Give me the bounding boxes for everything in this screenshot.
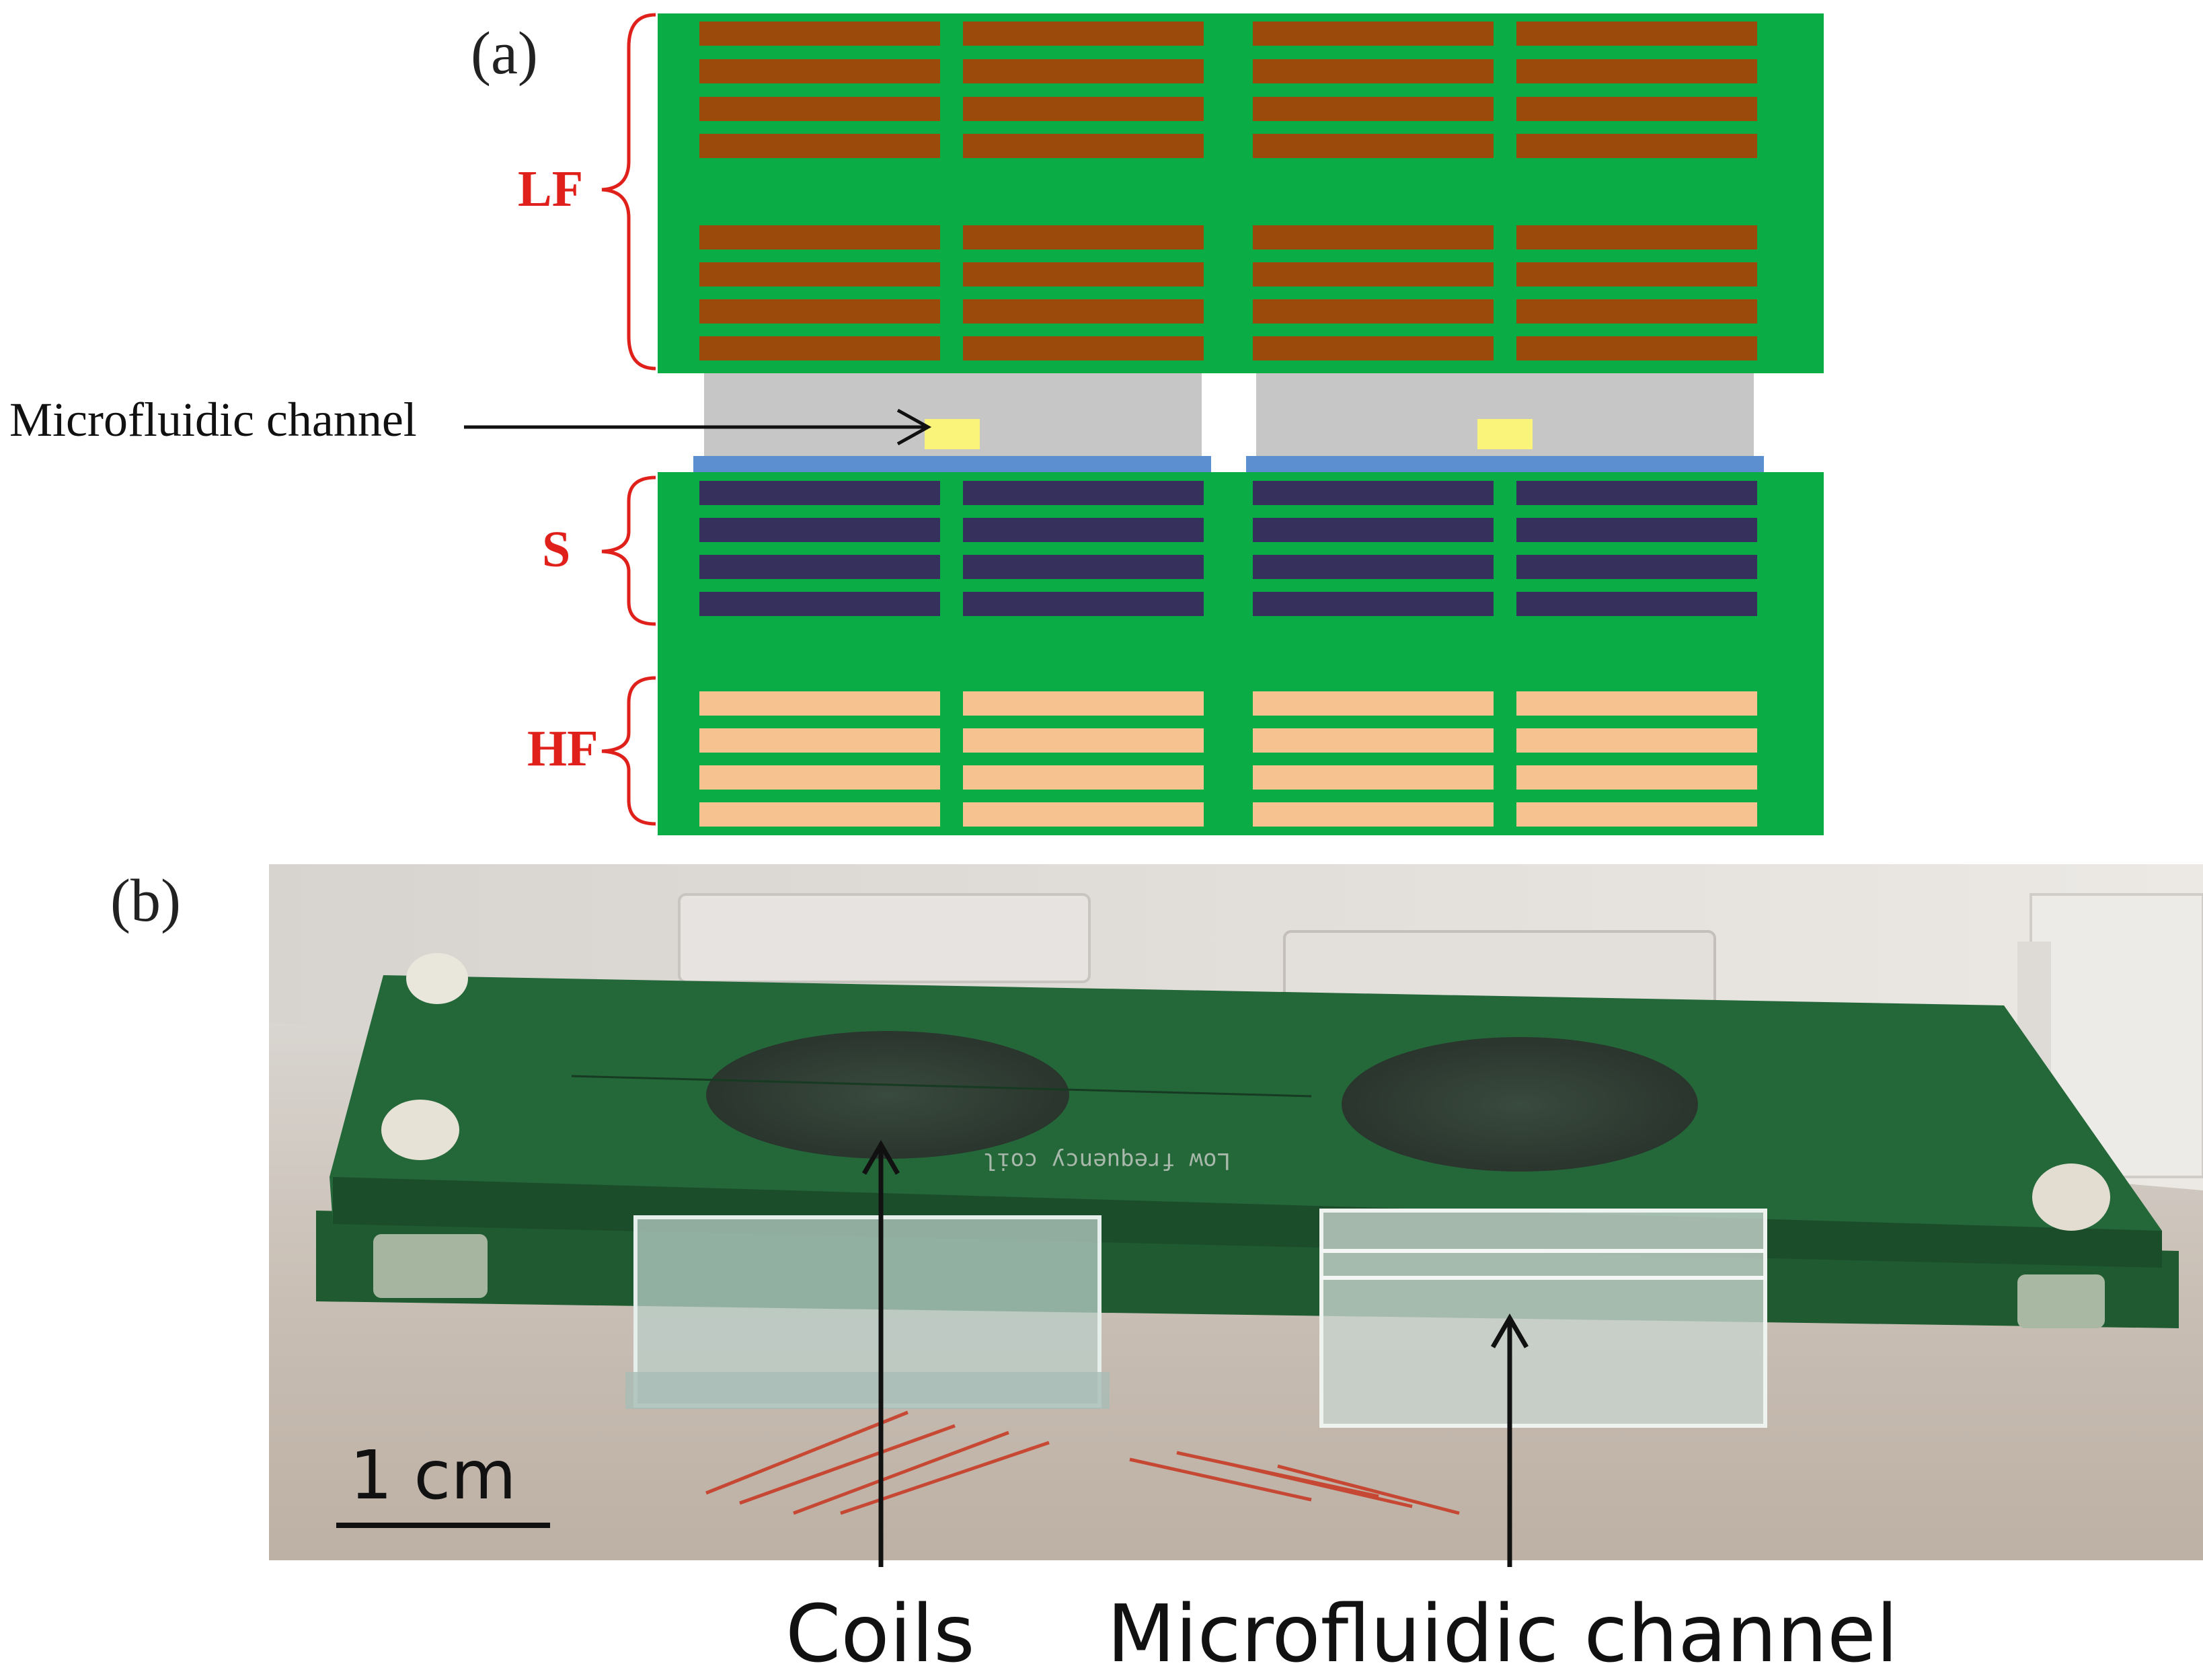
lf-brace (601, 13, 656, 371)
lf-layer-label: LF (518, 161, 584, 217)
hf-coil-traces (699, 691, 1757, 827)
hf-layer-label: HF (527, 720, 598, 777)
scale-bar-label: 1 cm (350, 1436, 516, 1515)
channel-callout-arrow (464, 408, 932, 446)
s-coil-traces (699, 481, 1757, 616)
s-layer-label: S (542, 521, 571, 578)
coil-left (706, 1031, 1069, 1159)
glass-slide-left (693, 456, 1211, 472)
panel-b-photo: Low frequency coil (269, 864, 2203, 1567)
panel-a-schematic (464, 13, 1824, 835)
lf-coil-traces (699, 22, 1757, 360)
standoff-left (373, 1234, 488, 1298)
screw-3 (2032, 1163, 2110, 1231)
panel-b-label: (b) (110, 868, 181, 934)
pdms-chip-left (625, 1215, 1110, 1409)
hf-brace (601, 676, 656, 826)
microfluidic-channel-caption: Microfluidic channel (1107, 1587, 1898, 1680)
panel-a-label: (a) (471, 20, 538, 87)
pdms-chip-right (1319, 1209, 1767, 1428)
glass-slide-right (1246, 456, 1764, 472)
coils-caption: Coils (785, 1587, 975, 1680)
screw-2 (381, 1100, 459, 1160)
microfluidic-channel-left (925, 419, 980, 449)
red-marks (705, 1410, 1460, 1515)
screw-1 (406, 953, 468, 1004)
channel-pointer-arrow (1490, 1313, 1529, 1567)
svg-text:Low frequency coil: Low frequency coil (983, 1147, 1231, 1174)
standoff-right (2017, 1274, 2105, 1328)
microfluidic-channel-right (1477, 419, 1533, 449)
background-block-left (678, 893, 1091, 983)
microfluidic-channel-callout: Microfluidic channel (9, 393, 417, 447)
coils-pointer-arrow (861, 1140, 900, 1567)
s-brace (601, 475, 656, 626)
coil-right (1342, 1037, 1698, 1172)
